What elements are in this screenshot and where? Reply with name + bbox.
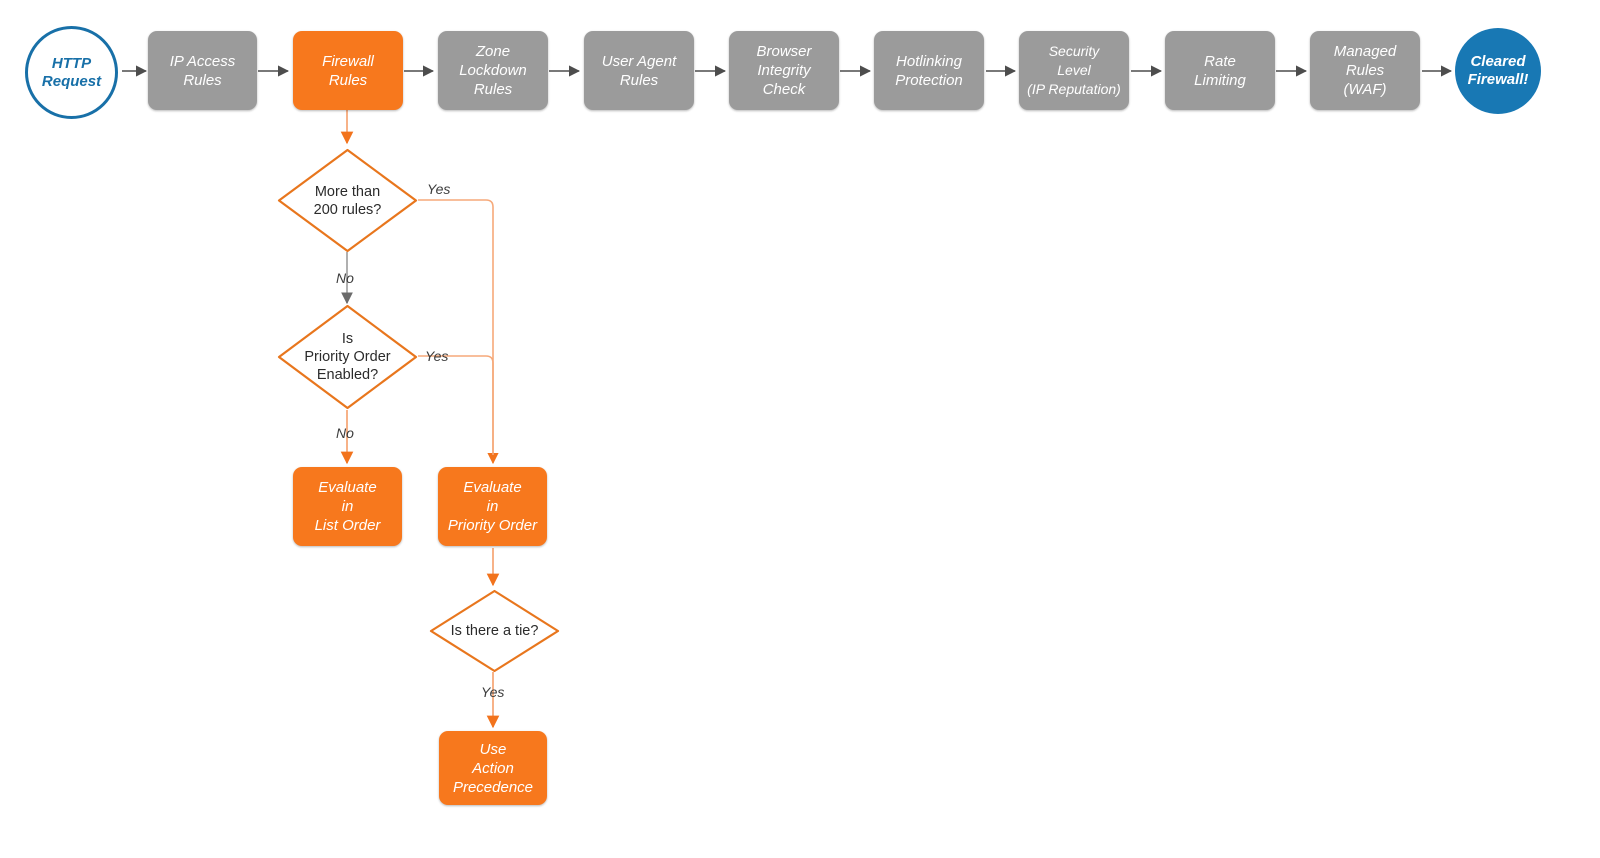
edge-label-priority-order-no: No [336, 425, 354, 441]
edge-label-more-than-200-no: No [336, 270, 354, 286]
edge-decision1-yes [418, 199, 499, 465]
node-user-agent-rules-label: User Agent Rules [601, 52, 677, 89]
node-user-agent-rules[interactable]: User Agent Rules [584, 31, 694, 110]
node-evaluate-list-order[interactable]: Evaluate in List Order [293, 467, 402, 546]
node-rate-limiting[interactable]: Rate Limiting [1165, 31, 1275, 110]
node-firewall-rules-label: Firewall Rules [322, 52, 374, 89]
edge-decision2-yes [418, 355, 494, 455]
node-more-than-200-rules-label: More than 200 rules? [313, 183, 382, 218]
node-managed-rules-waf-label: Managed Rules (WAF) [1333, 43, 1397, 98]
diamond-shape [277, 148, 418, 253]
node-use-action-precedence[interactable]: Use Action Precedence [439, 731, 547, 805]
diamond-shape [429, 589, 560, 673]
node-use-action-precedence-label: Use Action Precedence [452, 740, 534, 796]
node-is-priority-order-enabled[interactable]: Is Priority Order Enabled? [277, 304, 418, 410]
node-hotlinking-protection-label: Hotlinking Protection [895, 52, 963, 89]
node-rate-limiting-label: Rate Limiting [1194, 52, 1246, 89]
node-http-request-label: HTTP Request [41, 54, 102, 90]
node-ip-access-rules-label: IP Access Rules [169, 52, 236, 89]
node-cleared-firewall[interactable]: Cleared Firewall! [1455, 28, 1541, 114]
node-zone-lockdown-rules-label: Zone Lockdown Rules [459, 43, 527, 98]
node-browser-integrity-check-label: Browser Integrity Check [756, 43, 812, 98]
node-cleared-firewall-label: Cleared Firewall! [1467, 53, 1529, 88]
node-managed-rules-waf[interactable]: Managed Rules (WAF) [1310, 31, 1420, 110]
node-security-level-label: Security Level (IP Reputation) [1027, 43, 1121, 97]
diamond-shape [277, 304, 418, 410]
node-evaluate-list-order-label: Evaluate in List Order [314, 479, 381, 534]
node-browser-integrity-check[interactable]: Browser Integrity Check [729, 31, 839, 110]
node-more-than-200-rules[interactable]: More than 200 rules? [277, 148, 418, 253]
node-firewall-rules[interactable]: Firewall Rules [293, 31, 403, 110]
node-http-request[interactable]: HTTP Request [25, 26, 118, 119]
node-is-there-a-tie[interactable]: Is there a tie? [429, 589, 560, 673]
edge-label-more-than-200-yes: Yes [427, 181, 451, 197]
edge-label-tie-yes: Yes [481, 684, 505, 700]
node-zone-lockdown-rules[interactable]: Zone Lockdown Rules [438, 31, 548, 110]
node-evaluate-priority-order-label: Evaluate in Priority Order [447, 479, 538, 534]
edge-label-priority-order-yes: Yes [425, 348, 449, 364]
node-security-level[interactable]: Security Level (IP Reputation) [1019, 31, 1129, 110]
node-is-there-a-tie-label: Is there a tie? [450, 623, 539, 639]
node-evaluate-priority-order[interactable]: Evaluate in Priority Order [438, 467, 547, 546]
node-hotlinking-protection[interactable]: Hotlinking Protection [874, 31, 984, 110]
node-is-priority-order-enabled-label: Is Priority Order Enabled? [304, 331, 391, 383]
node-ip-access-rules[interactable]: IP Access Rules [148, 31, 257, 110]
